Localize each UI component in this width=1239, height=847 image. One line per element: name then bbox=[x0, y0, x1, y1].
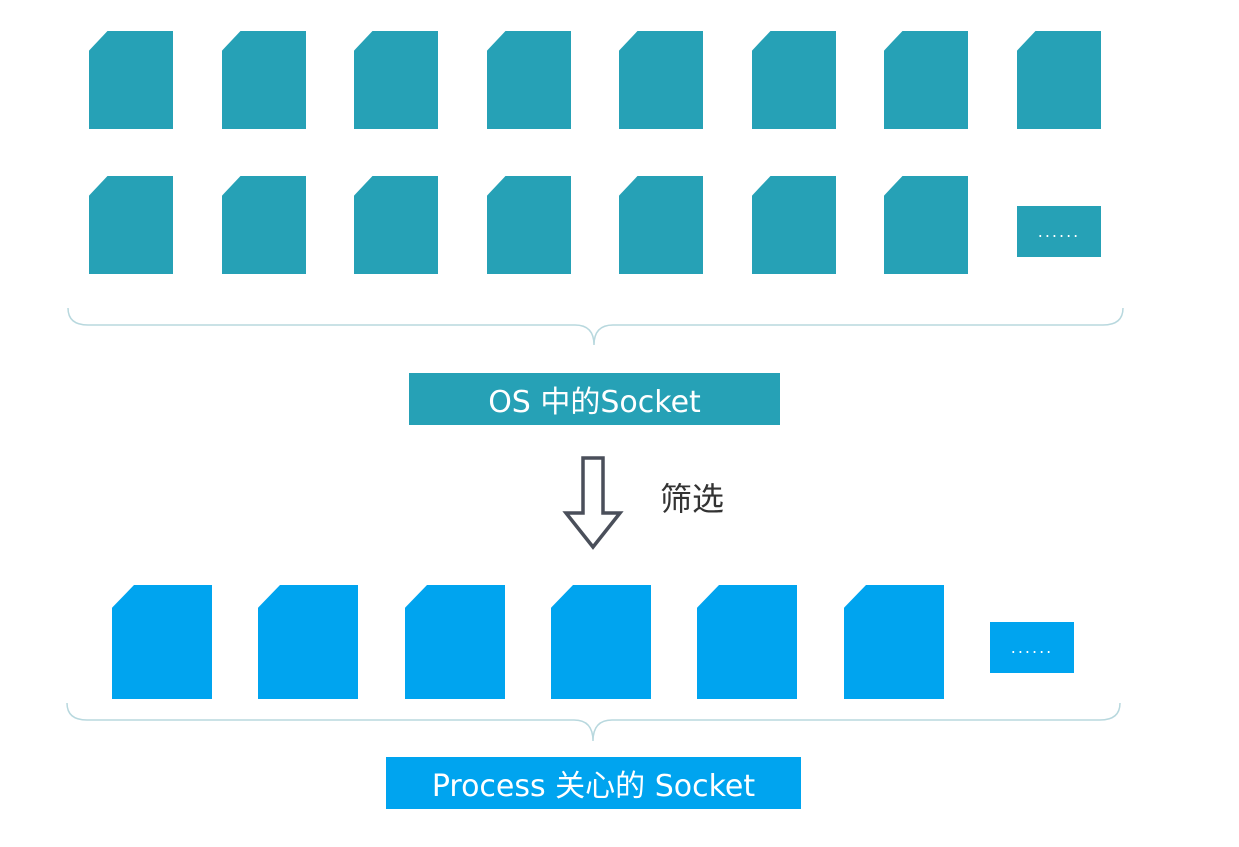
os-socket-doc-icon bbox=[354, 31, 438, 129]
os-socket-doc-icon bbox=[89, 31, 173, 129]
os-socket-doc-icon bbox=[752, 31, 836, 129]
os-socket-doc-icon bbox=[487, 31, 571, 129]
process-socket-doc-icon bbox=[405, 585, 505, 699]
os-socket-doc-icon bbox=[619, 176, 703, 274]
os-socket-doc-icon bbox=[884, 176, 968, 274]
os-socket-doc-icon bbox=[222, 176, 306, 274]
os-socket-doc-icon bbox=[619, 31, 703, 129]
process-socket-doc-icon bbox=[112, 585, 212, 699]
os-socket-caption: OS 中的Socket bbox=[409, 373, 780, 425]
os-socket-doc-icon bbox=[89, 176, 173, 274]
os-socket-doc-icon bbox=[354, 176, 438, 274]
process-socket-doc-icon bbox=[697, 585, 797, 699]
os-more-indicator: ...... bbox=[1017, 206, 1101, 257]
os-socket-doc-icon bbox=[222, 31, 306, 129]
process-more-indicator: ...... bbox=[990, 622, 1074, 673]
process-socket-doc-icon bbox=[844, 585, 944, 699]
os-socket-doc-icon bbox=[884, 31, 968, 129]
process-socket-doc-icon bbox=[551, 585, 651, 699]
filter-label: 筛选 bbox=[660, 480, 725, 518]
process-socket-caption: Process 关心的 Socket bbox=[386, 757, 801, 809]
process-socket-doc-icon bbox=[258, 585, 358, 699]
filter-down-arrow-icon bbox=[562, 456, 624, 550]
os-socket-doc-icon bbox=[752, 176, 836, 274]
os-socket-doc-icon bbox=[487, 176, 571, 274]
os-socket-doc-icon bbox=[1017, 31, 1101, 129]
